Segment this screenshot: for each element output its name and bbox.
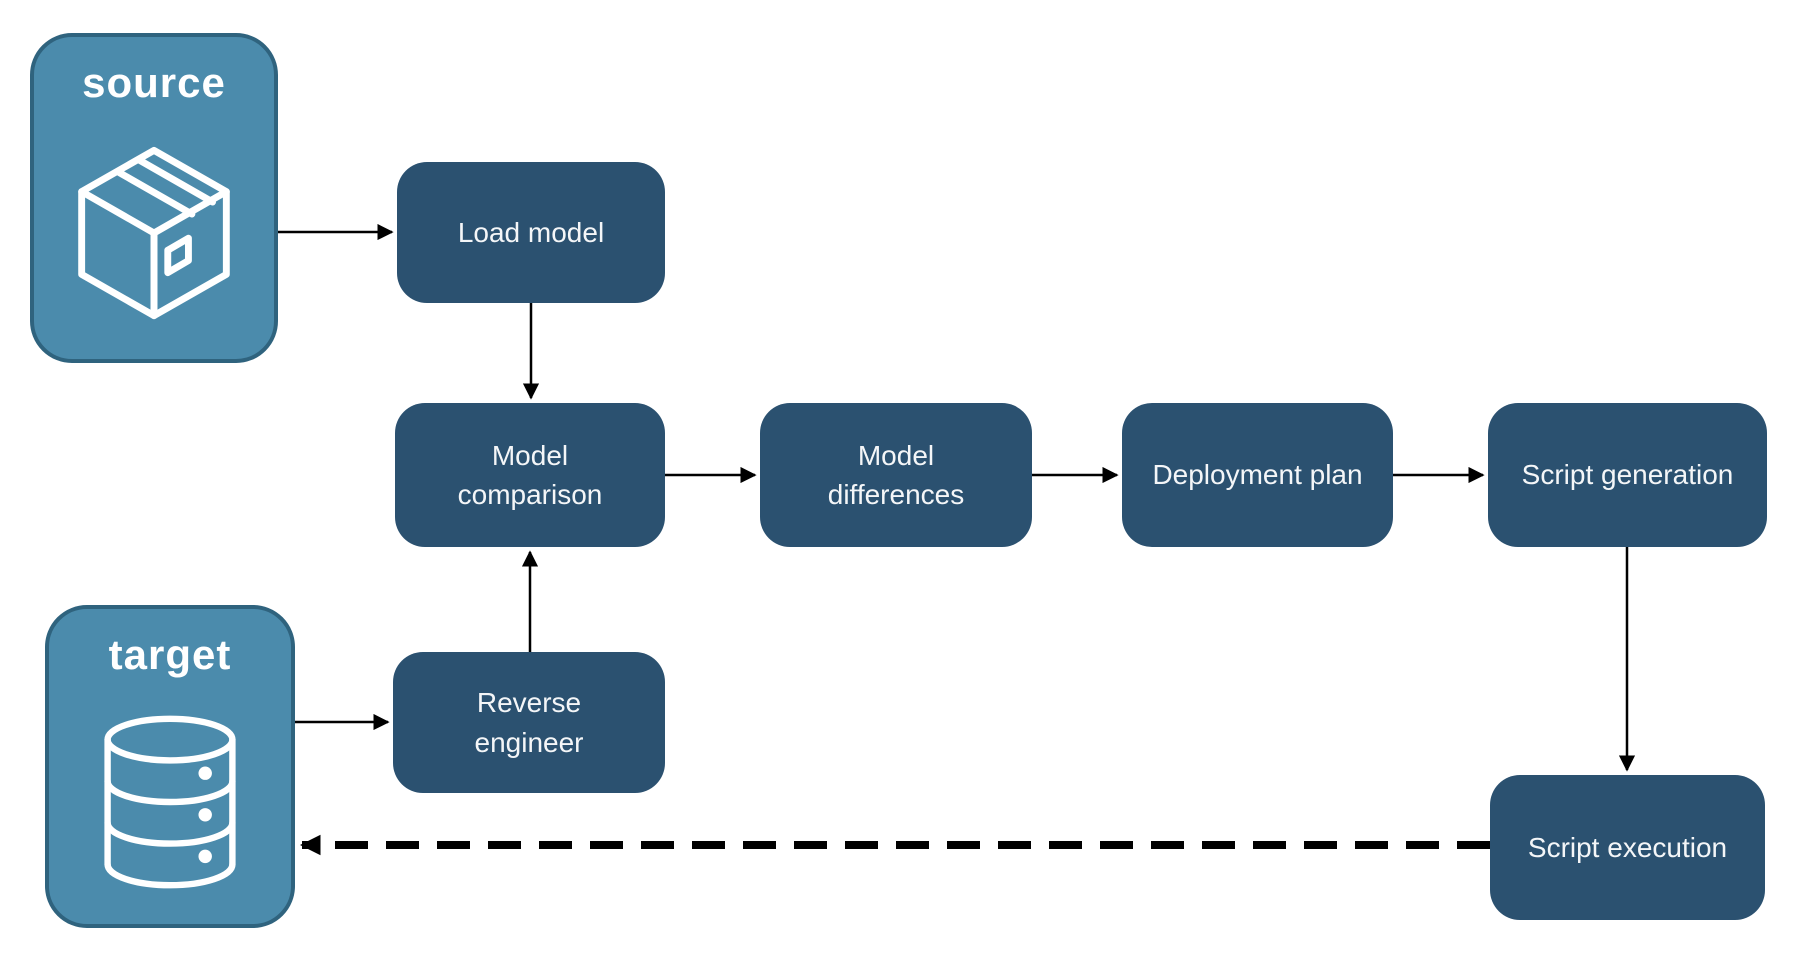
entity-source: source: [30, 33, 278, 363]
node-script-execution: Script execution: [1490, 775, 1765, 920]
node-reverse-engineer-label: Reverse engineer: [474, 687, 584, 758]
database-icon: [49, 679, 291, 924]
node-script-generation-label: Script generation: [1521, 459, 1734, 491]
node-deployment-plan-label: Deployment plan: [1152, 459, 1363, 491]
entity-target: target: [45, 605, 295, 928]
node-model-differences-label: Model differences: [827, 439, 965, 510]
node-deployment-plan: Deployment plan: [1122, 403, 1393, 547]
package-icon: [34, 107, 274, 359]
node-load-model-label: Load model: [457, 216, 605, 248]
node-model-comparison: Model comparison: [395, 403, 665, 547]
node-reverse-engineer: Reverse engineer: [393, 652, 665, 793]
node-load-model: Load model: [397, 162, 665, 303]
node-script-generation: Script generation: [1488, 403, 1767, 547]
target-label: target: [108, 631, 232, 678]
node-model-comparison-label: Model comparison: [457, 439, 603, 510]
source-label: source: [82, 59, 226, 106]
node-script-execution-label: Script execution: [1527, 831, 1728, 863]
node-model-differences: Model differences: [760, 403, 1032, 547]
